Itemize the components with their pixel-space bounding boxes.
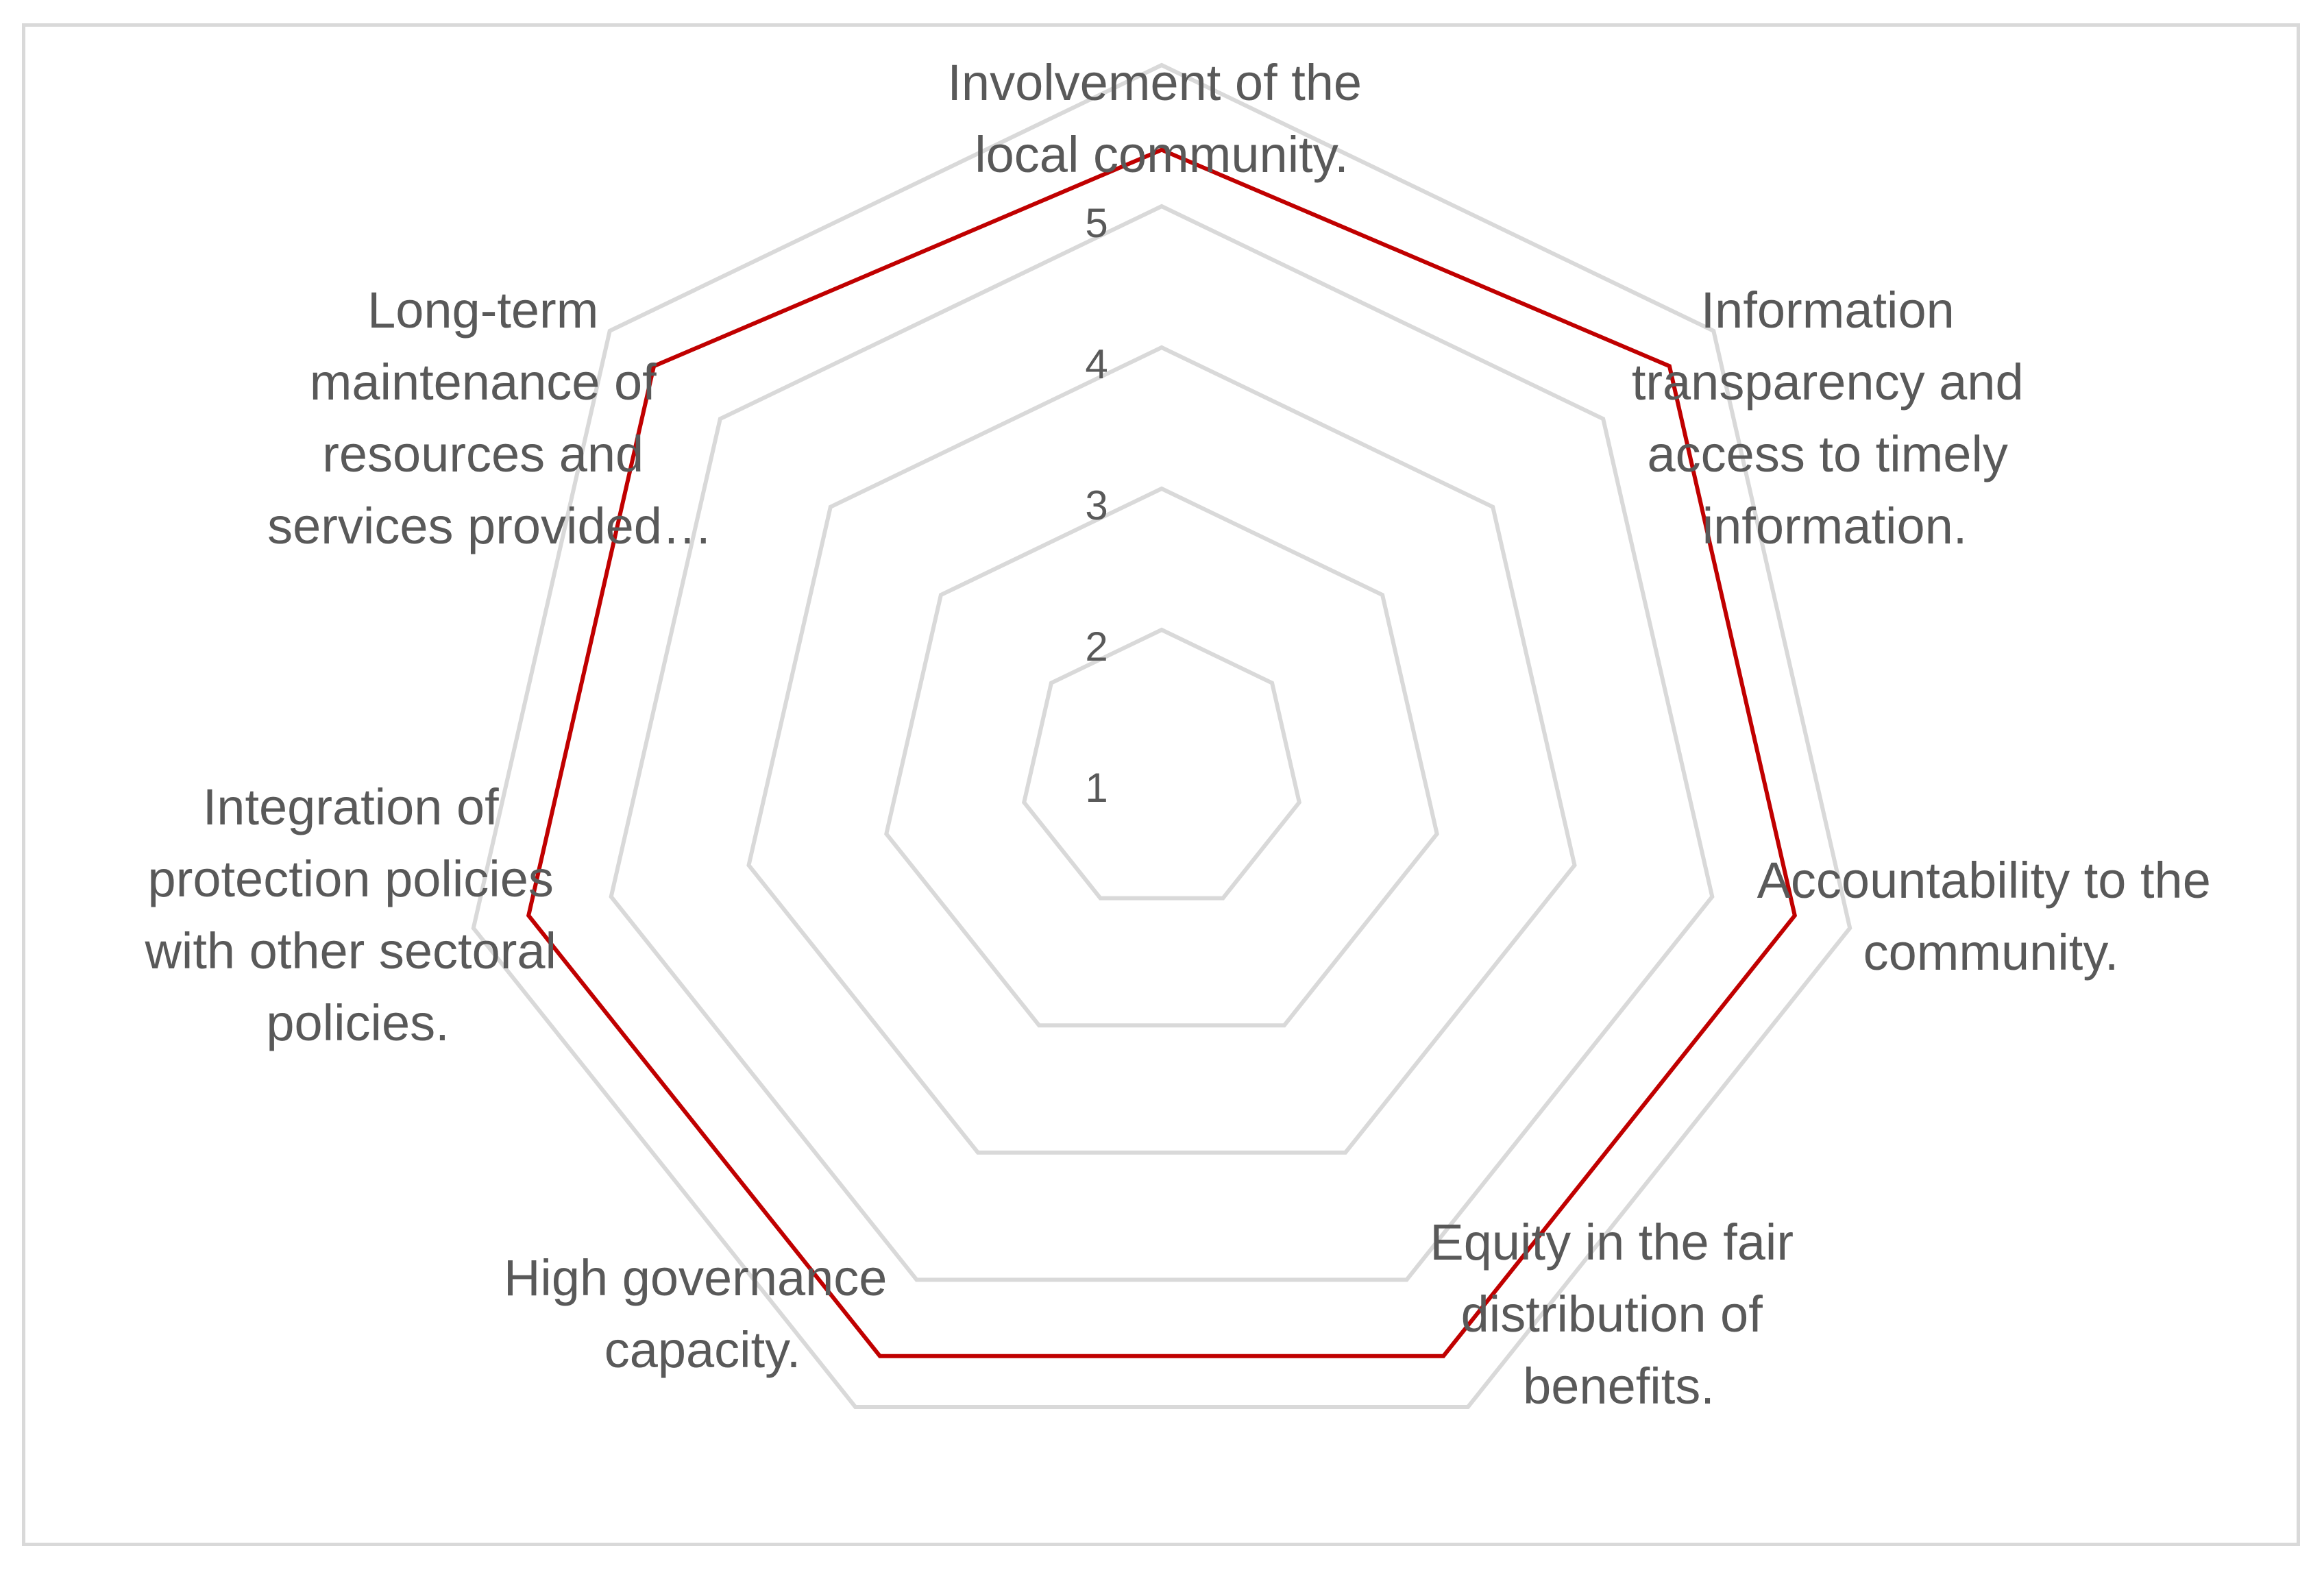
category-label-equity: Equity in the fair distribution of benef… (1430, 1214, 1807, 1415)
category-label-governance-capacity: High governance capacity. (504, 1249, 901, 1378)
category-label-line: access to timely (1648, 426, 2008, 482)
category-label-line: benefits. (1523, 1358, 1715, 1415)
radar-series-layer (526, 147, 1798, 1358)
radar-category-labels: Involvement of the local community. Info… (144, 54, 2225, 1415)
category-label-line: Involvement of the (947, 54, 1362, 111)
grid-ring-2 (884, 486, 1439, 1028)
grid-ring-3 (746, 345, 1577, 1155)
tick-label-5: 5 (1085, 200, 1108, 246)
series-line-1 (526, 147, 1798, 1358)
category-label-information-transparency: Information transparency and access to t… (1632, 282, 2038, 554)
radar-tick-labels: 1 2 3 4 5 (1085, 200, 1108, 811)
tick-label-4: 4 (1085, 341, 1108, 387)
category-label-line: information. (1702, 498, 1968, 554)
category-label-line: services provided… (267, 498, 713, 554)
category-label-line: distribution of (1461, 1286, 1763, 1343)
category-label-line: local community. (975, 126, 1349, 183)
category-label-line: policies. (266, 994, 449, 1051)
category-label-line: resources and (322, 426, 644, 482)
category-label-line: Integration of (203, 779, 499, 835)
category-label-community-involvement: Involvement of the local community. (947, 54, 1375, 183)
category-label-line: Equity in the fair (1430, 1214, 1794, 1271)
grid-ring-1 (1021, 627, 1302, 901)
tick-label-2: 2 (1085, 624, 1108, 670)
category-label-line: protection policies (148, 850, 554, 907)
category-label-line: capacity. (604, 1321, 801, 1378)
category-label-line: Information (1701, 282, 1955, 339)
chart-frame (22, 23, 2300, 1546)
grid-ring-4 (609, 204, 1715, 1282)
category-label-line: Long-term (367, 282, 598, 339)
tick-label-3: 3 (1085, 482, 1108, 528)
category-label-line: High governance (504, 1249, 887, 1306)
category-label-line: community. (1863, 924, 2119, 981)
radar-grid (471, 62, 1852, 1409)
grid-ring-5 (471, 62, 1852, 1409)
category-label-line: transparency and (1632, 354, 2024, 411)
category-label-policy-integration: Integration of protection policies with … (144, 779, 570, 1051)
category-label-line: with other sectoral (144, 922, 556, 979)
category-label-long-term-maintenance: Long-term maintenance of resources and s… (267, 282, 713, 554)
category-label-accountability: Accountability to the community. (1757, 852, 2225, 981)
tick-label-1: 1 (1085, 765, 1108, 811)
category-label-line: Accountability to the (1757, 852, 2211, 909)
category-label-line: maintenance of (310, 354, 657, 411)
